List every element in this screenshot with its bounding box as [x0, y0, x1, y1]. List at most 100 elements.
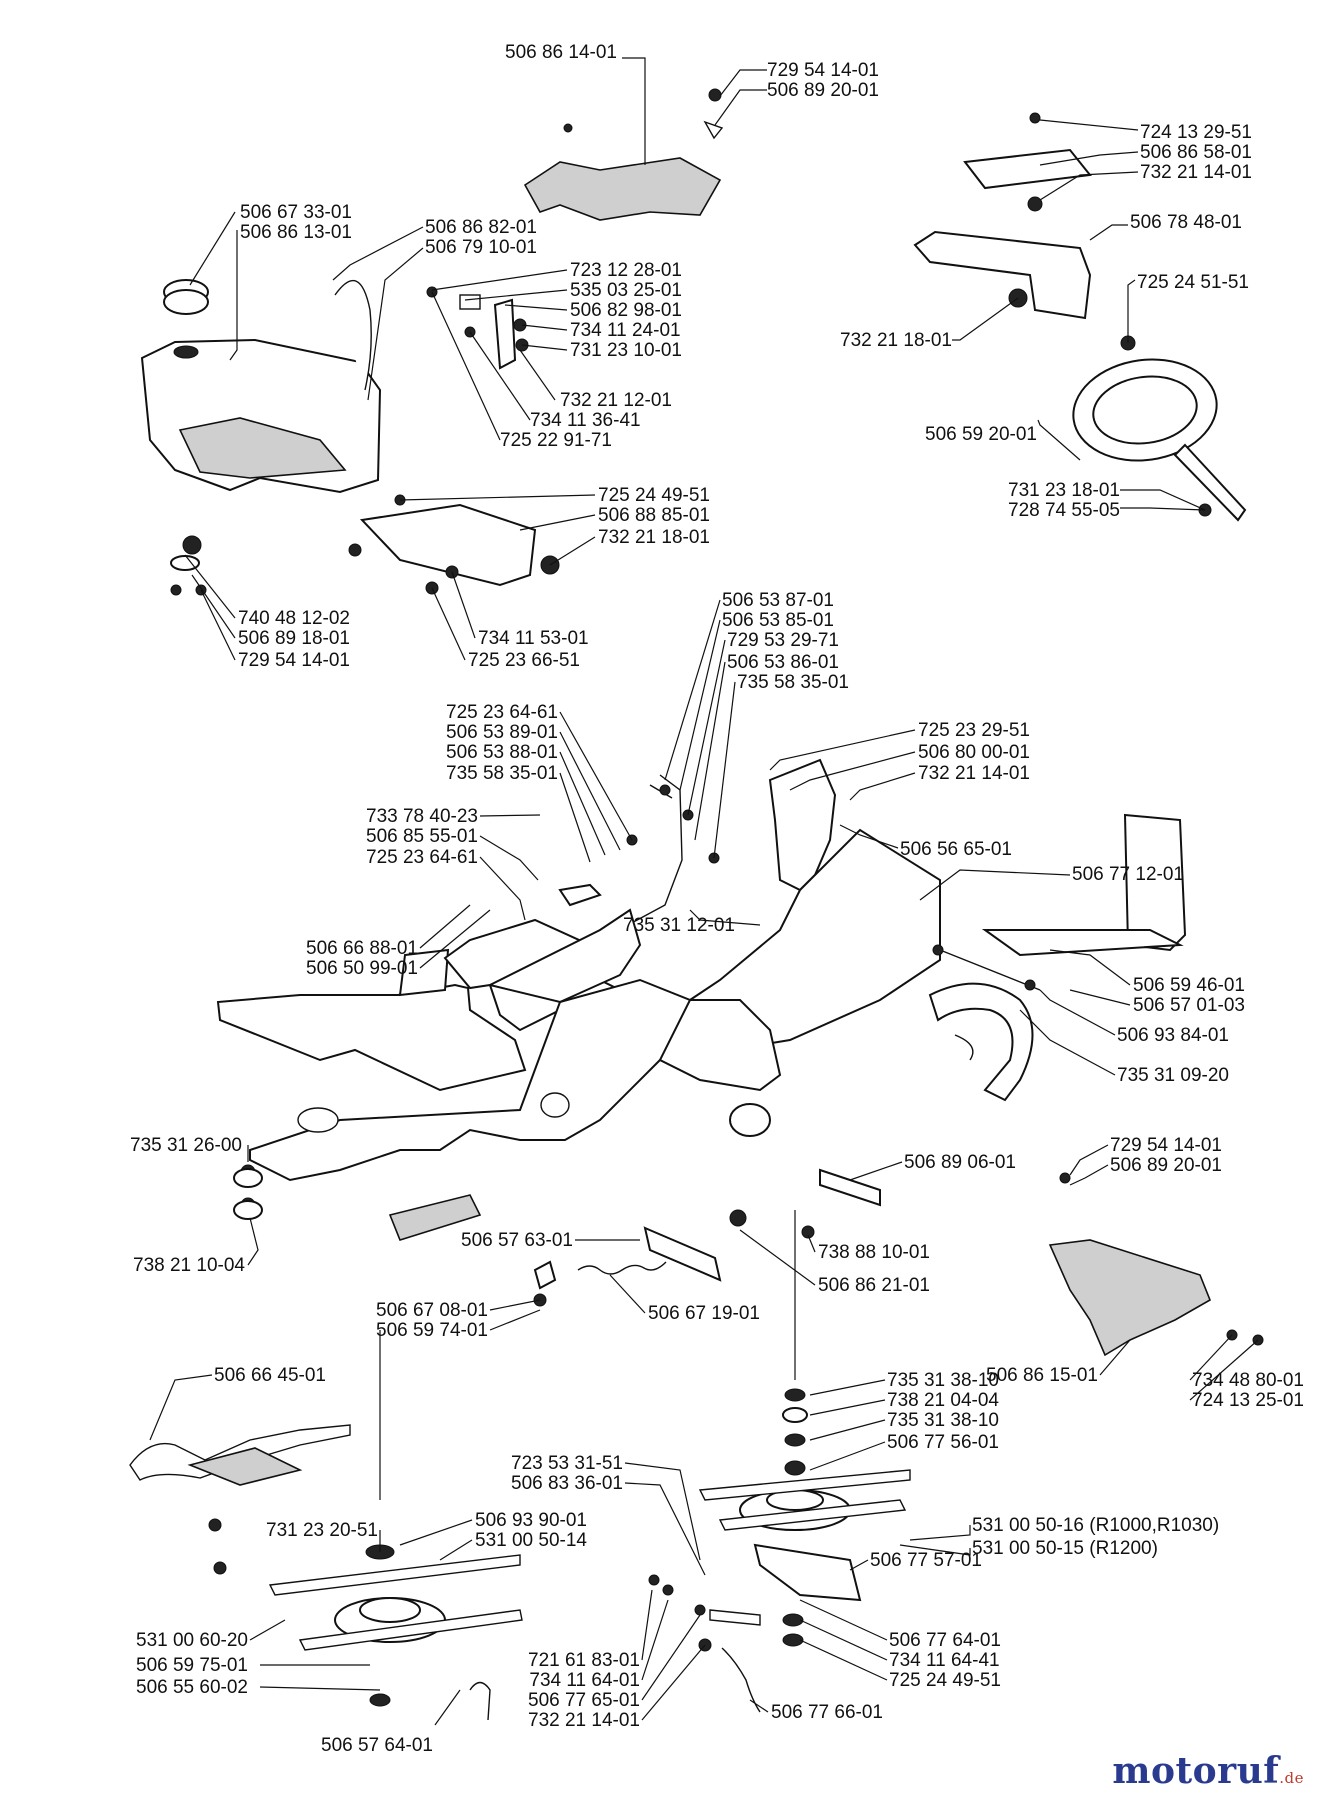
part-number-label: 506 67 08-01 — [376, 1300, 488, 1321]
part-number-label: 506 77 12-01 — [1072, 864, 1184, 885]
part-number-label: 723 12 28-01 — [570, 260, 682, 281]
part-number-label: 506 93 84-01 — [1117, 1025, 1229, 1046]
part-number-label: 735 31 38-10 — [887, 1410, 999, 1431]
pulley-stack-right — [698, 1388, 911, 1647]
part-number-label: 506 66 88-01 — [306, 938, 418, 959]
part-number-label: 506 80 00-01 — [918, 742, 1030, 763]
part-number-label: 732 21 18-01 — [598, 527, 710, 548]
pulley-left — [268, 1544, 523, 1707]
part-number-label: 506 83 36-01 — [511, 1473, 623, 1494]
part-number-label: 506 77 57-01 — [870, 1550, 982, 1571]
part-number-label: 506 53 86-01 — [727, 652, 839, 673]
part-number-label: 725 24 49-51 — [889, 1670, 1001, 1691]
part-number-label: 531 00 60-20 — [136, 1630, 248, 1651]
part-number-label: 734 48 80-01 — [1192, 1370, 1304, 1391]
part-number-label: 531 00 50-14 — [475, 1530, 587, 1551]
part-number-label: 732 21 14-01 — [1140, 162, 1252, 183]
part-number-label: 506 78 48-01 — [1130, 212, 1242, 233]
part-number-label: 506 82 98-01 — [570, 300, 682, 321]
part-number-label: 728 74 55-05 — [1008, 500, 1120, 521]
part-number-label: 506 86 58-01 — [1140, 142, 1252, 163]
part-number-label: 734 11 53-01 — [478, 628, 589, 649]
part-number-label: 735 58 35-01 — [446, 763, 558, 784]
part-number-label: 734 11 24-01 — [570, 320, 681, 341]
part-number-label: 506 89 06-01 — [904, 1152, 1016, 1173]
part-number-label: 725 23 66-51 — [468, 650, 580, 671]
part-number-label: 506 53 85-01 — [722, 610, 834, 631]
part-number-label: 735 31 26-00 — [130, 1135, 242, 1156]
part-number-label: 740 48 12-02 — [238, 608, 350, 629]
part-number-label: 506 86 15-01 — [986, 1365, 1098, 1386]
parts-layer — [129, 88, 1264, 1721]
part-number-label: 724 13 25-01 — [1192, 1390, 1304, 1411]
brand-suffix: .de — [1279, 1769, 1304, 1787]
part-number-label: 725 22 91-71 — [500, 430, 612, 451]
part-number-label: 735 31 12-01 — [623, 915, 735, 936]
part-number-label: 725 23 64-61 — [366, 847, 478, 868]
part-number-label: 732 21 18-01 — [840, 330, 952, 351]
part-number-label: 734 11 36-41 — [530, 410, 641, 431]
part-number-label: 725 23 64-61 — [446, 702, 558, 723]
part-number-label: 731 23 10-01 — [570, 340, 682, 361]
part-number-label: 506 59 75-01 — [136, 1655, 248, 1676]
steering-bracket — [913, 230, 1092, 320]
part-number-label: 531 00 50-16 (R1000,R1030) — [972, 1515, 1219, 1536]
part-number-label: 734 11 64-41 — [889, 1650, 1000, 1671]
part-number-label: 506 86 13-01 — [240, 222, 352, 243]
part-number-label: 506 50 99-01 — [306, 958, 418, 979]
part-number-label: 506 89 20-01 — [767, 80, 879, 101]
top-right-plate — [963, 148, 1092, 190]
part-number-label: 506 86 82-01 — [425, 217, 537, 238]
part-number-label: 725 23 29-51 — [918, 720, 1030, 741]
part-number-label: 738 21 04-04 — [887, 1390, 999, 1411]
part-number-label: 506 77 56-01 — [887, 1432, 999, 1453]
main-frame — [216, 758, 941, 1241]
part-number-label: 729 54 14-01 — [238, 650, 350, 671]
part-number-label: 506 93 90-01 — [475, 1510, 587, 1531]
part-number-label: 506 55 60-02 — [136, 1677, 248, 1698]
part-number-label: 732 21 14-01 — [918, 763, 1030, 784]
part-number-label: 531 00 50-15 (R1200) — [972, 1538, 1158, 1559]
part-number-label: 506 57 64-01 — [321, 1735, 433, 1756]
foot-rest — [981, 813, 1187, 957]
part-number-label: 506 53 89-01 — [446, 722, 558, 743]
side-fender — [1048, 1239, 1212, 1357]
leader-lines — [149, 57, 1259, 1726]
part-number-label: 735 58 35-01 — [737, 672, 849, 693]
part-number-label: 721 61 83-01 — [528, 1650, 640, 1671]
tensioner-arm-left — [129, 1424, 351, 1486]
part-number-label: 506 89 18-01 — [238, 628, 350, 649]
part-number-label: 506 59 20-01 — [925, 424, 1037, 445]
part-number-label: 506 56 65-01 — [900, 839, 1012, 860]
part-number-label: 506 88 85-01 — [598, 505, 710, 526]
part-number-label: 506 77 64-01 — [889, 1630, 1001, 1651]
part-number-label: 506 57 63-01 — [461, 1230, 573, 1251]
part-number-label: 506 57 01-03 — [1133, 995, 1245, 1016]
part-number-label: 506 85 55-01 — [366, 826, 478, 847]
part-number-label: 732 21 14-01 — [528, 1710, 640, 1731]
part-number-label: 506 67 33-01 — [240, 202, 352, 223]
part-number-label: 506 53 88-01 — [446, 742, 558, 763]
brand-name: motoruf — [1112, 1750, 1280, 1792]
part-number-label: 731 23 18-01 — [1008, 480, 1120, 501]
part-number-label: 535 03 25-01 — [570, 280, 682, 301]
part-number-label: 729 54 14-01 — [767, 60, 879, 81]
part-number-label: 506 53 87-01 — [722, 590, 834, 611]
brand-watermark: motoruf.de — [1112, 1750, 1304, 1792]
part-number-label: 506 89 20-01 — [1110, 1155, 1222, 1176]
part-number-label: 725 24 51-51 — [1137, 272, 1249, 293]
control-plate — [359, 503, 537, 587]
part-number-label: 729 53 29-71 — [727, 630, 839, 651]
part-number-label: 506 86 21-01 — [818, 1275, 930, 1296]
part-number-label: 506 59 74-01 — [376, 1320, 488, 1341]
part-number-label: 506 77 66-01 — [771, 1702, 883, 1723]
part-number-label: 735 31 09-20 — [1117, 1065, 1229, 1086]
front-bumper — [928, 982, 1034, 1102]
steering-wheel — [1072, 358, 1247, 522]
part-number-label: 506 77 65-01 — [528, 1690, 640, 1711]
part-number-label: 506 66 45-01 — [214, 1365, 326, 1386]
part-number-label: 732 21 12-01 — [560, 390, 672, 411]
